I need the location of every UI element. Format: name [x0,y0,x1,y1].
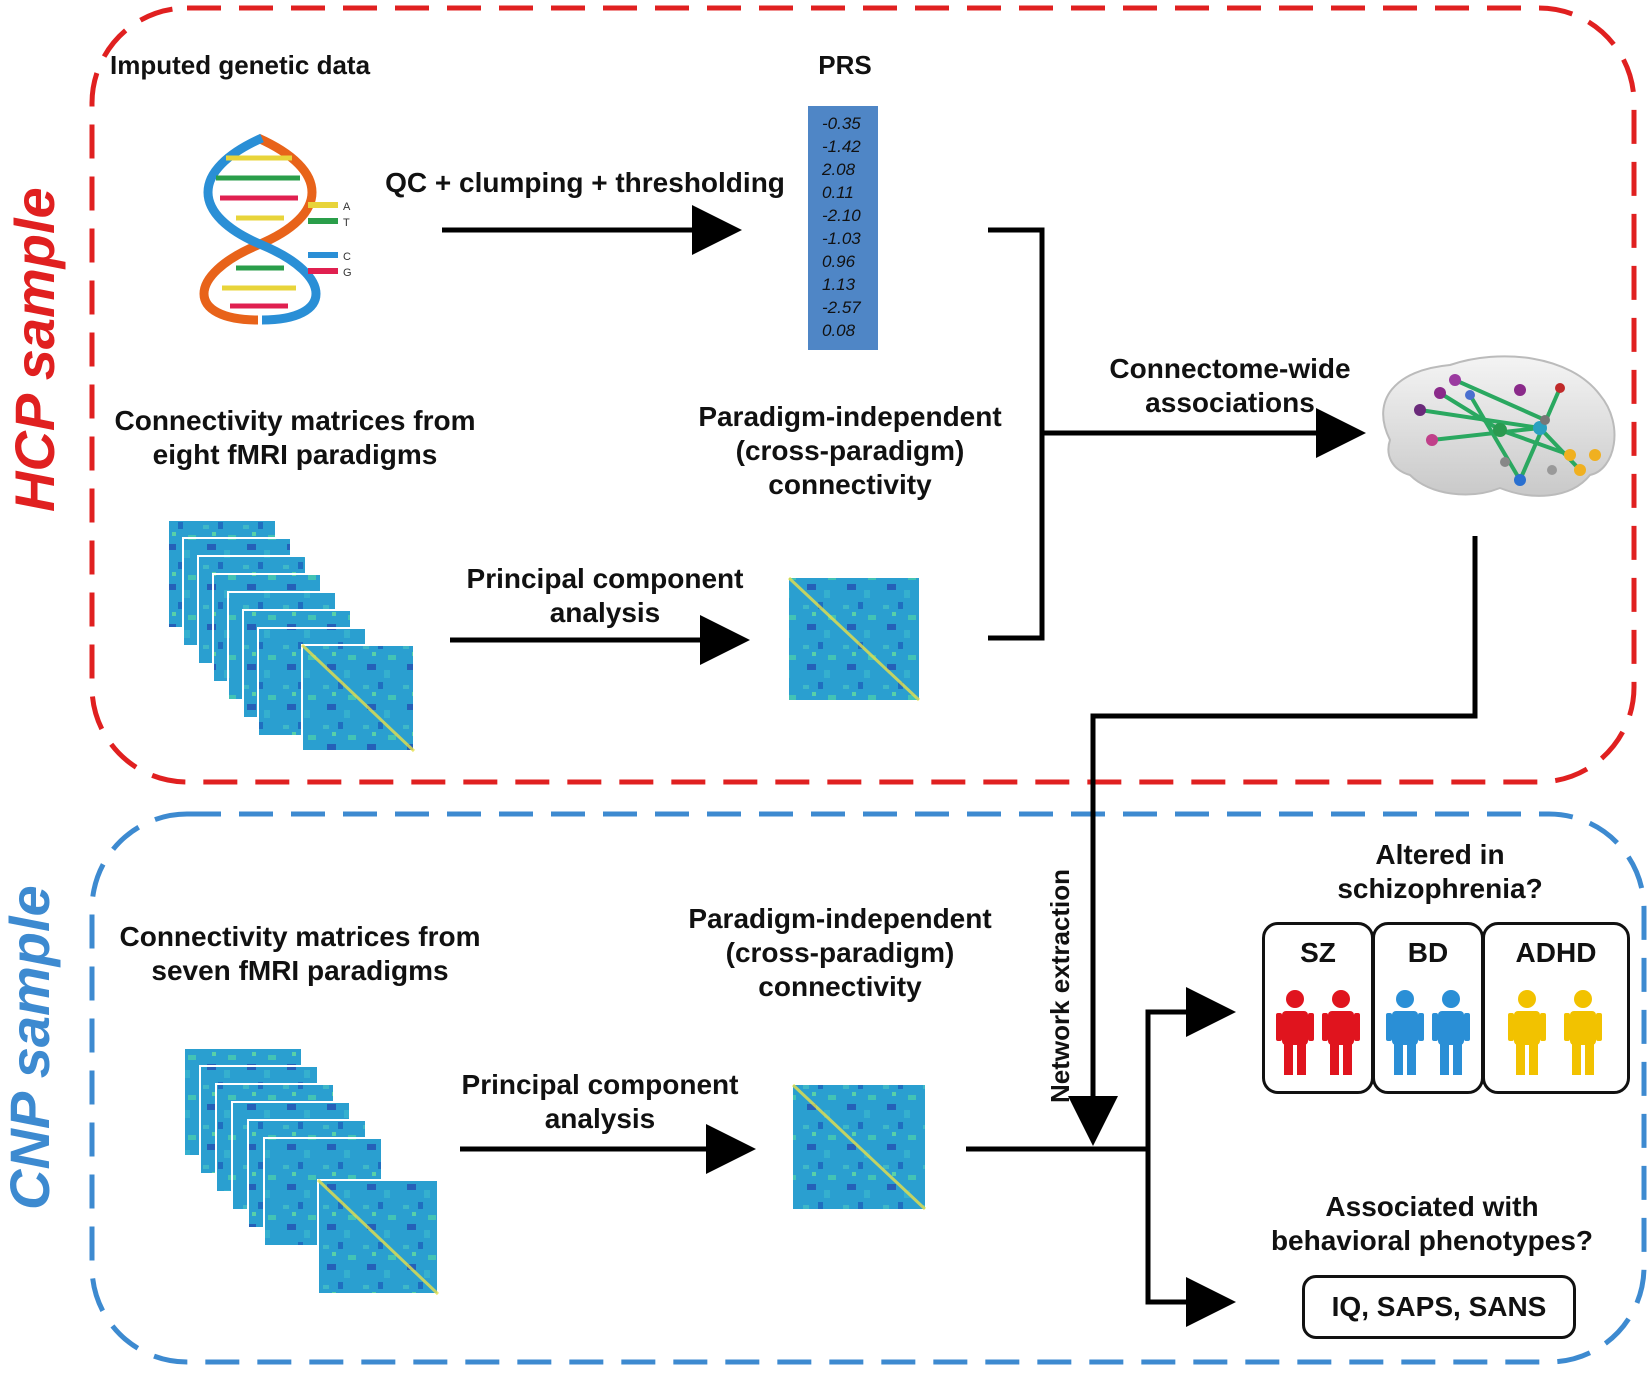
prs-value: 0.11 [822,183,854,202]
prs-value: -0.35 [822,114,861,133]
matrix-icon [787,576,921,702]
cnp-pi-label: Paradigm-independent (cross-paradigm) co… [688,903,992,1002]
group-box-sz: SZ [1262,922,1374,1094]
dna-letter-c: C [343,251,351,263]
altered-label: Altered in schizophrenia? [1337,839,1543,904]
person-icon [1276,990,1360,1075]
arrow-to-groups [1145,987,1236,1149]
arrow-network-extraction [1068,536,1478,1146]
arrow-to-phenotypes [1145,1149,1236,1327]
dna-icon [199,133,338,325]
prs-value: -1.42 [822,137,861,156]
group-label: ADHD [1515,937,1597,968]
genetic-title: Imputed genetic data [110,50,371,80]
person-icon [1508,990,1602,1075]
prs-value: 0.96 [822,252,856,271]
cnp-sample-box [89,811,1647,1365]
prs-value: 1.13 [822,275,856,294]
cwa-label: Connectome-wide associations [1109,353,1351,418]
hcp-sample-box [89,5,1637,785]
person-icon [1386,990,1470,1075]
prs-value: -2.10 [822,206,861,225]
cnp-side-label: CNP sample [0,885,61,1210]
qc-label: QC + clumping + thresholding [385,167,785,198]
cnp-connectivity-title: Connectivity matrices from seven fMRI pa… [119,921,481,986]
network-extraction-label: Network extraction [1045,868,1075,1104]
matrix-stack-icon [167,519,416,753]
hcp-side-label: HCP sample [3,187,66,512]
group-label: BD [1407,937,1449,968]
hcp-pca-label: Principal component analysis [466,563,744,628]
prs-value: -2.57 [822,298,861,317]
matrix-icon [791,1083,927,1211]
prs-value: 2.08 [822,160,856,179]
group-box-bd: BD [1372,922,1484,1094]
hcp-pi-label: Paradigm-independent (cross-paradigm) co… [698,401,1002,500]
brain-network-icon [1382,355,1616,497]
prs-value: 0.08 [822,321,856,340]
dna-letter-a: A [343,201,351,213]
prs-values-box: -0.35 -1.42 2.08 0.11 -2.10 -1.03 0.96 1… [808,106,878,350]
dna-letter-g: G [343,267,352,279]
prs-title: PRS [818,50,872,80]
group-label: SZ [1300,937,1336,968]
hcp-connectivity-title: Connectivity matrices from eight fMRI pa… [114,405,476,470]
matrix-stack-icon [183,1047,440,1296]
group-box-adhd: ADHD [1482,922,1630,1094]
phenotypes-box: IQ, SAPS, SANS [1302,1275,1576,1339]
cnp-pca-label: Principal component analysis [461,1069,739,1134]
dna-letter-t: T [343,217,350,229]
associated-label: Associated with behavioral phenotypes? [1270,1191,1594,1256]
prs-value: -1.03 [822,229,861,248]
